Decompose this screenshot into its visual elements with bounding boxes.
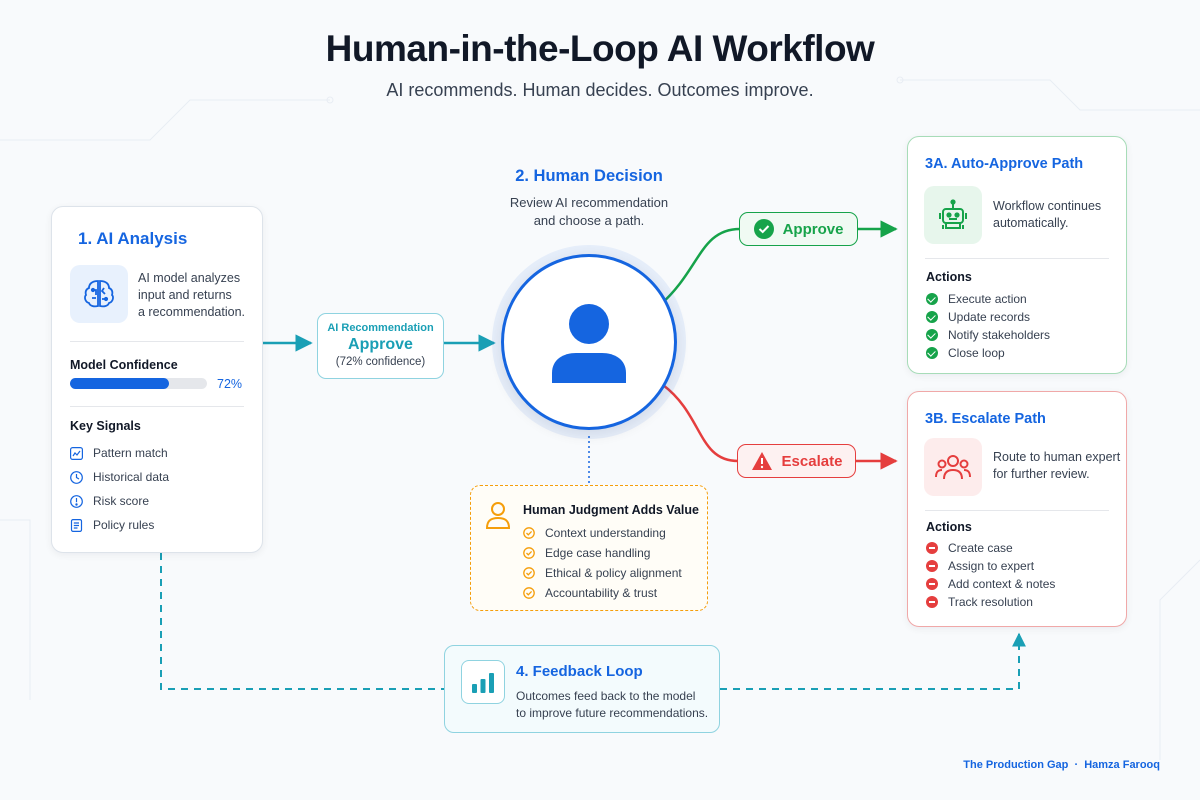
ai-analysis-title: 1. AI Analysis xyxy=(78,229,188,248)
list-item: Historical data xyxy=(70,468,169,486)
footer-author: Hamza Farooq xyxy=(1084,759,1160,771)
recommendation-label: AI Recommendation xyxy=(327,322,434,334)
footer-credit: The Production Gap · Hamza Farooq xyxy=(960,759,1160,771)
person-outline-icon xyxy=(485,502,511,529)
confidence-bar-fill xyxy=(70,378,169,389)
feedback-loop-left xyxy=(160,553,444,690)
human-decision-description: Review AI recommendation and choose a pa… xyxy=(509,195,669,228)
check-circle-icon xyxy=(523,567,535,579)
feedback-loop-right xyxy=(720,632,1026,690)
document-icon xyxy=(70,518,83,532)
divider xyxy=(925,510,1109,511)
list-item: Risk score xyxy=(70,492,169,510)
auto-approve-description: Workflow continues automatically. xyxy=(993,199,1102,230)
check-icon xyxy=(926,311,938,323)
escalate-label: Escalate xyxy=(781,452,843,470)
check-circle-icon xyxy=(753,219,774,239)
escalate-actions: Create case Assign to expert Add context… xyxy=(926,539,1055,611)
check-icon xyxy=(926,329,938,341)
page-subtitle: AI recommends. Human decides. Outcomes i… xyxy=(386,80,814,100)
auto-approve-actions-label: Actions xyxy=(926,270,972,284)
signals-label: Key Signals xyxy=(70,419,141,433)
signals-list: Pattern match Historical data Risk score… xyxy=(70,444,169,540)
human-decision-title: 2. Human Decision xyxy=(515,167,663,185)
human-decision-node xyxy=(501,254,677,430)
recommendation-confidence: (72% confidence) xyxy=(335,356,426,368)
ai-analysis-card: 1. AI Analysis AI model analyzes input a… xyxy=(51,206,263,553)
check-circle-icon xyxy=(523,547,535,559)
warning-icon xyxy=(751,452,772,470)
chart-icon xyxy=(70,446,83,460)
list-item: Close loop xyxy=(926,344,1050,362)
minus-icon xyxy=(926,542,938,554)
approve-pill: Approve xyxy=(739,212,858,246)
list-item: Context understanding xyxy=(523,524,682,542)
escalate-card: 3B. Escalate Path Route to human expert … xyxy=(907,391,1127,627)
escalate-actions-label: Actions xyxy=(926,520,972,534)
bar-chart-icon xyxy=(461,660,505,704)
feedback-loop-card: 4. Feedback Loop Outcomes feed back to t… xyxy=(444,645,720,733)
feedback-description: Outcomes feed back to the model to impro… xyxy=(516,689,709,720)
list-item: Edge case handling xyxy=(523,544,682,562)
escalate-title: 3B. Escalate Path xyxy=(925,411,1046,427)
approve-label: Approve xyxy=(782,220,844,238)
escalate-description: Route to human expert for further review… xyxy=(993,450,1121,481)
list-item: Track resolution xyxy=(926,593,1055,611)
list-item: Notify stakeholders xyxy=(926,326,1050,344)
divider xyxy=(70,341,244,342)
escalate-pill: Escalate xyxy=(737,444,856,478)
footer-separator: · xyxy=(1074,759,1079,771)
divider xyxy=(925,258,1109,259)
history-icon xyxy=(70,470,83,484)
brain-icon xyxy=(70,265,128,323)
list-item: Add context & notes xyxy=(926,575,1055,593)
team-icon xyxy=(924,438,982,496)
page-title: Human-in-the-Loop AI Workflow xyxy=(325,28,875,69)
check-circle-icon xyxy=(523,587,535,599)
list-item: Pattern match xyxy=(70,444,169,462)
alert-icon xyxy=(70,494,83,508)
judgment-title: Human Judgment Adds Value xyxy=(523,503,699,517)
person-icon xyxy=(552,304,626,383)
check-circle-icon xyxy=(523,527,535,539)
recommendation-value: Approve xyxy=(348,336,413,353)
auto-approve-title: 3A. Auto-Approve Path xyxy=(925,156,1084,172)
footer-source: The Production Gap xyxy=(963,759,1069,771)
human-judgment-box: Human Judgment Adds Value Context unders… xyxy=(470,485,708,611)
list-item: Update records xyxy=(926,308,1050,326)
confidence-value: 72% xyxy=(217,377,243,391)
list-item: Assign to expert xyxy=(926,557,1055,575)
auto-approve-actions: Execute action Update records Notify sta… xyxy=(926,290,1050,362)
robot-icon xyxy=(924,186,982,244)
escalate-path-line xyxy=(662,384,739,463)
list-item: Ethical & policy alignment xyxy=(523,564,682,582)
list-item: Policy rules xyxy=(70,516,169,534)
confidence-bar-track xyxy=(70,378,207,389)
check-icon xyxy=(926,293,938,305)
minus-icon xyxy=(926,560,938,572)
list-item: Create case xyxy=(926,539,1055,557)
auto-approve-card: 3A. Auto-Approve Path Workflow continues… xyxy=(907,136,1127,374)
check-icon xyxy=(926,347,938,359)
recommendation-badge: AI Recommendation Approve (72% confidenc… xyxy=(317,313,444,379)
confidence-label: Model Confidence xyxy=(70,358,178,372)
approve-path-line xyxy=(659,227,741,306)
ai-analysis-description: AI model analyzes input and returns a re… xyxy=(138,271,246,319)
minus-icon xyxy=(926,596,938,608)
feedback-title: 4. Feedback Loop xyxy=(516,663,643,680)
minus-icon xyxy=(926,578,938,590)
divider xyxy=(70,406,244,407)
list-item: Accountability & trust xyxy=(523,584,682,602)
list-item: Execute action xyxy=(926,290,1050,308)
judgment-list: Context understanding Edge case handling… xyxy=(523,524,682,604)
